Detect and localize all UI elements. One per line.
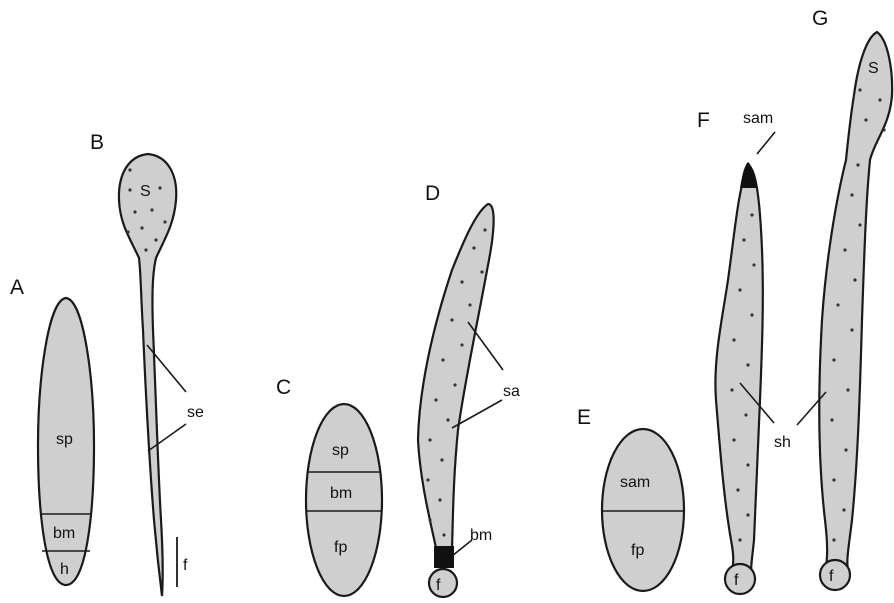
panel-letter-d: D (425, 182, 440, 205)
foot-f (725, 564, 755, 594)
label-bm-a: bm (53, 525, 75, 542)
leader-bm-d (452, 540, 472, 556)
label-sp-c: sp (332, 442, 349, 459)
panel-b: B S se f (90, 131, 204, 596)
panel-f: F sam f (697, 109, 775, 594)
label-f-f: f (734, 572, 739, 589)
seedling-d (418, 204, 494, 548)
panel-letter-g: G (812, 7, 828, 30)
panel-e: E sam fp (577, 406, 684, 591)
label-f-d: f (436, 577, 441, 594)
label-sp-a: sp (56, 431, 73, 448)
seedling-f (715, 165, 762, 575)
leader-sam-f (757, 132, 775, 154)
panel-a: A sp bm h (10, 276, 94, 585)
label-s-b: S (140, 183, 151, 200)
label-h-a: h (60, 561, 69, 578)
label-sa-d: sa (503, 383, 520, 400)
seedling-b (119, 154, 176, 596)
panel-letter-f: F (697, 109, 710, 132)
label-f-b: f (183, 557, 188, 574)
embryo-ellipse-e (602, 429, 684, 591)
basal-meristem-d (434, 546, 454, 568)
label-bm-d: bm (470, 527, 492, 544)
label-fp-e: fp (631, 542, 644, 559)
label-sh-f: sh (774, 434, 791, 451)
foot-g (820, 560, 850, 590)
seedling-g (819, 32, 892, 570)
label-s-g: S (868, 60, 879, 77)
label-fp-c: fp (334, 539, 347, 556)
label-f-g: f (829, 568, 834, 585)
label-bm-c: bm (330, 485, 352, 502)
label-se-b: se (187, 404, 204, 421)
foot-d (429, 569, 457, 597)
label-sam-e: sam (620, 474, 650, 491)
label-sam-f: sam (743, 110, 773, 127)
panel-c: C sp bm fp (276, 376, 382, 596)
panel-letter-a: A (10, 276, 24, 299)
panel-letter-e: E (577, 406, 591, 429)
panel-letter-b: B (90, 131, 104, 154)
panel-letter-c: C (276, 376, 291, 399)
panel-d: D f sa bm (418, 182, 520, 597)
